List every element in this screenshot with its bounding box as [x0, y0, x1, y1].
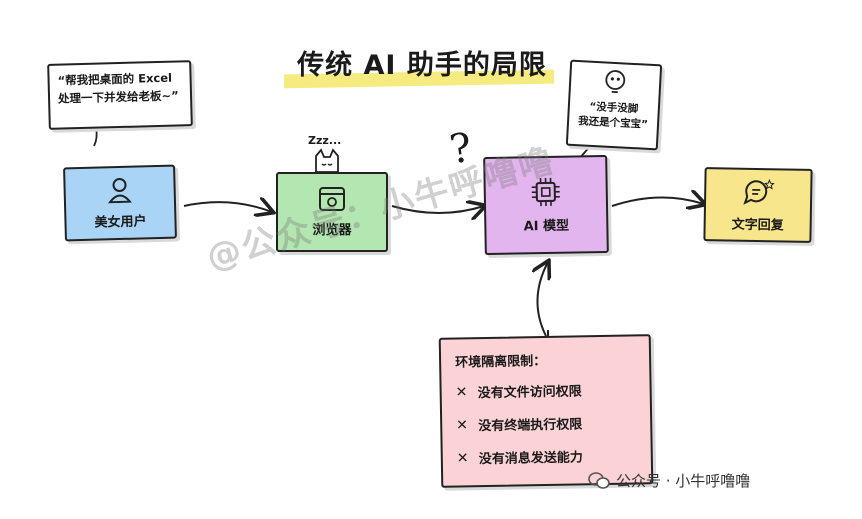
arrow-model-to-reply	[611, 197, 704, 206]
model-speech-note: “没手没脚 我还是个宝宝”	[565, 59, 663, 151]
limit-item: ✕ 没有消息发送能力	[457, 445, 637, 467]
node-user: 美女用户	[63, 164, 177, 242]
chat-bubble-icon	[743, 178, 775, 205]
user-note-tail	[93, 127, 98, 147]
robot-face-icon	[605, 70, 626, 94]
user-icon	[107, 177, 132, 203]
limits-note: 环境隔离限制： ✕ 没有文件访问权限 ✕ 没有终端执行权限 ✕ 没有消息发送能力	[438, 334, 654, 488]
limit-item: ✕ 没有终端执行权限	[456, 412, 636, 434]
limit-item-label: 没有文件访问权限	[477, 384, 582, 402]
node-browser-label: 浏览器	[312, 222, 352, 238]
footer-text: 公众号 · 小牛呼噜噜	[616, 472, 751, 490]
chip-icon	[531, 177, 560, 206]
browser-icon	[319, 186, 345, 211]
sleep-text: Zzz...	[308, 134, 342, 147]
model-quote-text: “没手没脚 我还是个宝宝”	[577, 100, 649, 131]
arrow-user-to-browser	[183, 202, 272, 212]
user-speech-note: “帮我把桌面的 Excel 处理一下并发给老板~”	[47, 60, 193, 130]
limit-item-label: 没有终端执行权限	[478, 417, 583, 435]
limits-heading: 环境隔离限制：	[455, 353, 547, 371]
page-title: 传统 AI 助手的局限	[262, 44, 582, 89]
limit-item: ✕ 没有文件访问权限	[455, 379, 635, 401]
arrow-limits-to-model	[537, 262, 548, 337]
node-user-label: 美女用户	[94, 213, 147, 231]
cross-icon: ✕	[456, 416, 469, 434]
node-reply-label: 文字回复	[731, 217, 784, 233]
node-ai-model-label: AI 模型	[523, 218, 570, 234]
arrow-browser-to-model	[391, 206, 484, 213]
user-quote-text: “帮我把桌面的 Excel 处理一下并发给老板~”	[57, 70, 179, 106]
node-ai-model: AI 模型	[483, 154, 609, 256]
limit-item-label: 没有消息发送能力	[478, 450, 583, 468]
footer-credit: 公众号 · 小牛呼噜噜	[588, 470, 750, 491]
wechat-icon	[588, 471, 610, 489]
cat-icon	[315, 148, 339, 173]
cross-icon: ✕	[455, 383, 468, 401]
node-reply: 文字回复	[703, 167, 813, 243]
cross-icon: ✕	[456, 449, 469, 467]
node-browser: 浏览器	[276, 172, 388, 252]
